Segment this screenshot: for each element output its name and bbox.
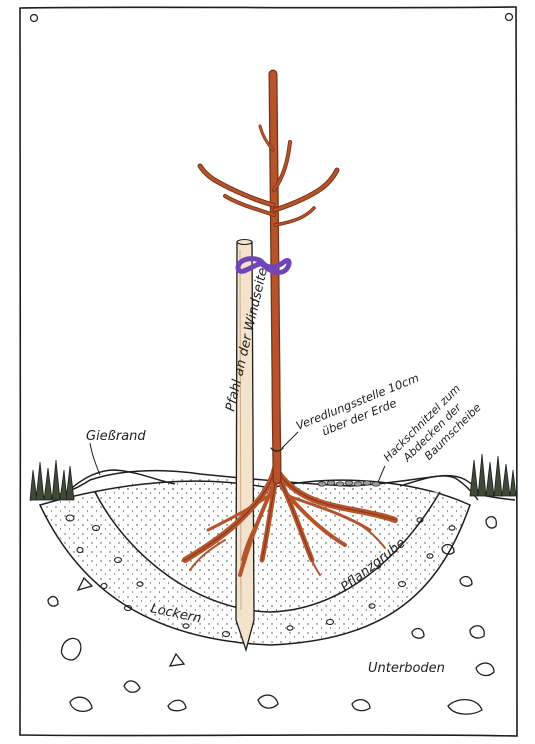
- watering-rim-label: Gießrand: [86, 429, 146, 444]
- grass-tuft-icon: [470, 454, 516, 496]
- pushpin-icon: [31, 14, 513, 22]
- tree-trunk: [271, 74, 283, 480]
- tree-branches: [200, 126, 337, 225]
- grass-tuft-icon: [30, 460, 74, 500]
- subsoil-label: Unterboden: [368, 661, 445, 676]
